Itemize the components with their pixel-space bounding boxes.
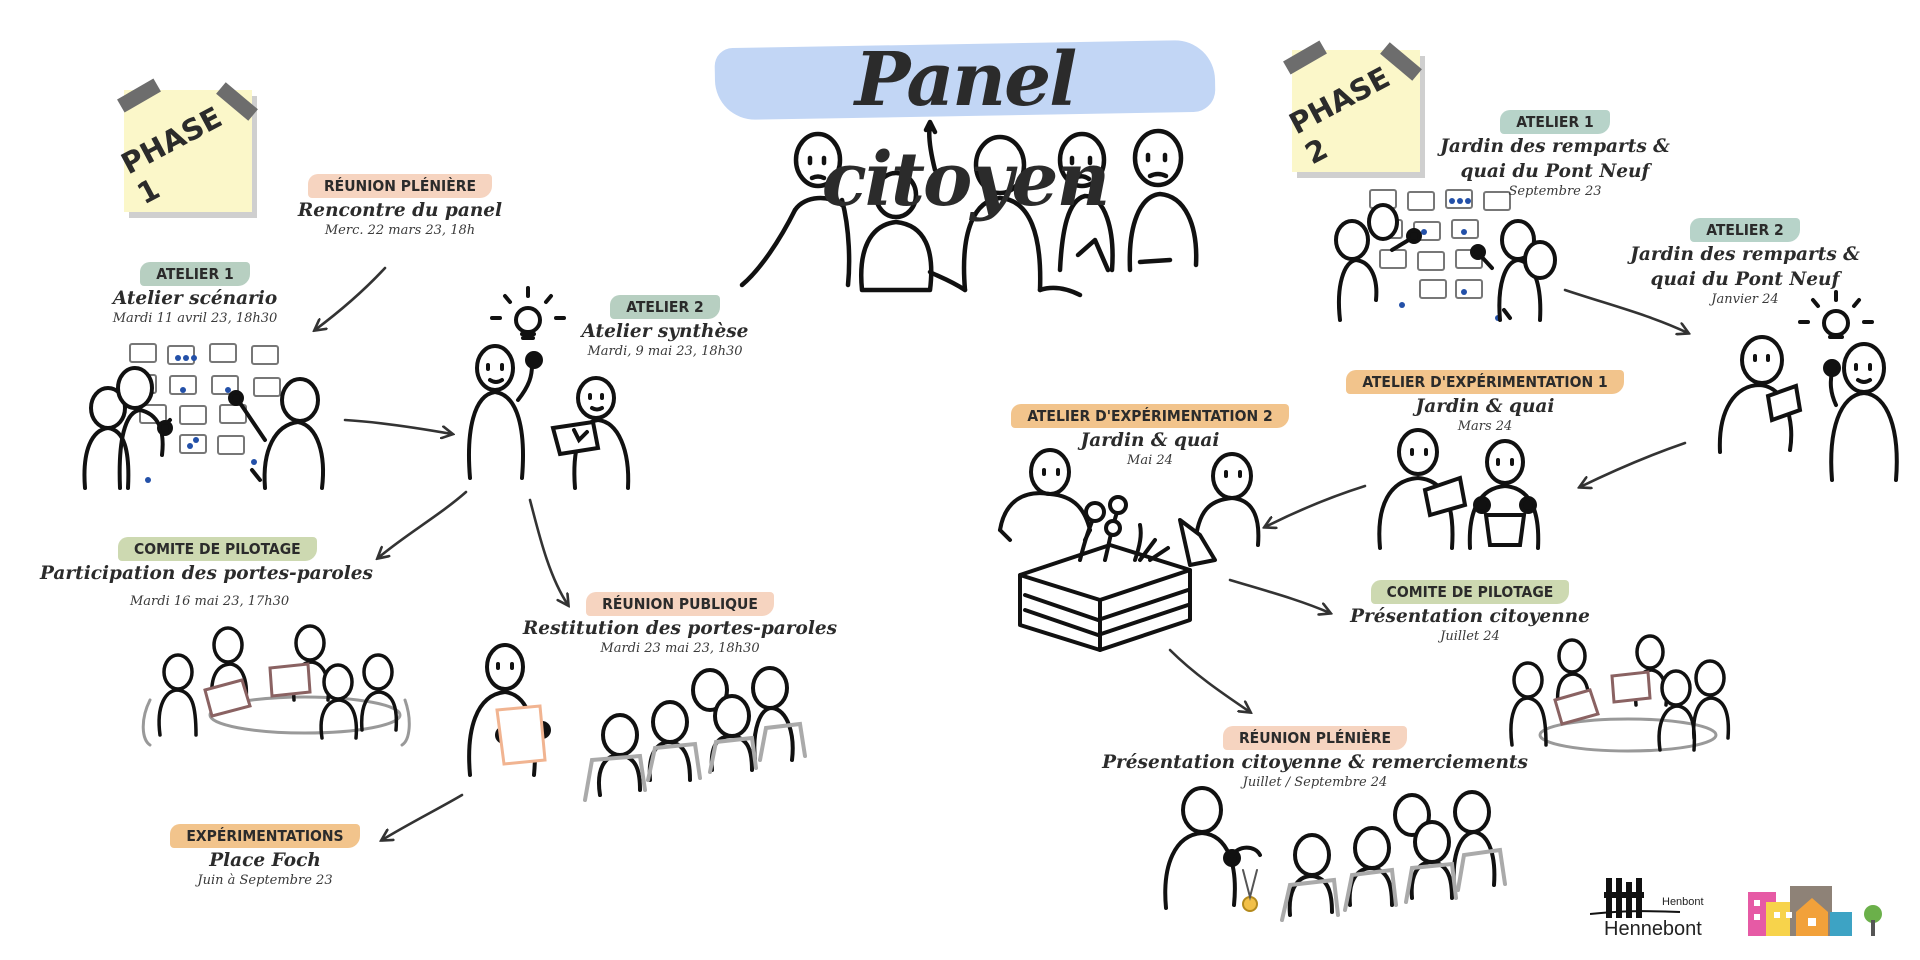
phase2-pleniere-drawing [1163,786,1507,922]
central-group-drawing [739,119,1199,298]
p2-pleniere-badge: RÉUNION PLÉNIÈRE [1222,726,1408,750]
p1-experimentations-title: Place Foch [209,850,321,871]
comite-table-drawing [141,624,411,747]
p1-comite-title: Participation des portes-paroles [40,563,373,584]
p2-exp2-title: Jardin & quai [1080,430,1220,451]
p2-pleniere: RÉUNION PLÉNIÈRE Présentation citoyenne … [1080,726,1550,790]
phase2-atelier1-board-drawing [1334,189,1557,322]
p1-comite-date: Mardi 16 mai 23, 17h30 [130,594,290,609]
p1-reunion-pleniere-date: Merc. 22 mars 23, 18h [324,223,476,238]
p1-atelier1: ATELIER 1 Atelier scénario Mardi 11 avri… [80,262,310,326]
p2-atelier2-badge: ATELIER 2 [1690,218,1800,242]
page-title: Panel citoyen [821,37,1111,223]
p2-atelier2-title-line2: quai du Pont Neuf [1650,269,1840,290]
p2-atelier1: ATELIER 1 Jardin des remparts & quai du … [1420,110,1690,199]
p2-exp1-badge: ATELIER D'EXPÉRIMENTATION 1 [1346,370,1624,394]
p1-reunion-pleniere-title: Rencontre du panel [297,200,503,221]
p2-atelier1-title-line2: quai du Pont Neuf [1460,161,1650,182]
title-block: Panel citoyen [714,30,1216,223]
atelier2-drawing [467,286,631,490]
p1-atelier1-date: Mardi 11 avril 23, 18h30 [112,311,278,326]
p1-atelier2-date: Mardi, 9 mai 23, 18h30 [587,344,743,359]
flow-arrows [315,266,1688,840]
p2-exp2-badge: ATELIER D'EXPÉRIMENTATION 2 [1011,404,1289,428]
p2-comite-title: Présentation citoyenne [1350,606,1590,627]
reunion-publique-drawing [467,643,807,802]
p1-experimentations-badge: EXPÉRIMENTATIONS [170,824,360,848]
phase2-exp2-planter-drawing [998,448,1261,652]
p1-reunion-publique-title: Restitution des portes-paroles [522,618,838,639]
p1-reunion-publique: RÉUNION PUBLIQUE Restitution des portes-… [500,592,860,656]
phase2-comite-table-drawing [1509,634,1731,753]
p2-atelier1-date: Septembre 23 [1508,184,1602,199]
logo-small-text: Henbont [1662,896,1704,908]
p2-pleniere-date: Juillet / Septembre 24 [1242,775,1388,790]
p1-atelier1-title: Atelier scénario [112,288,278,309]
p1-atelier2-title: Atelier synthèse [581,321,749,342]
p2-atelier2-date: Janvier 24 [1711,292,1779,307]
p2-atelier2: ATELIER 2 Jardin des remparts & quai du … [1610,218,1880,307]
p1-experimentations: EXPÉRIMENTATIONS Place Foch Juin à Septe… [160,824,370,888]
p2-comite-badge: COMITE DE PILOTAGE [1370,580,1570,604]
atelier1-board-drawing [82,343,325,490]
p2-exp1: ATELIER D'EXPÉRIMENTATION 1 Jardin & qua… [1335,370,1635,434]
phase2-exp1-drawing [1377,428,1541,550]
p2-comite-date: Juillet 24 [1440,629,1500,644]
phase2-postit: PHASE 2 [1284,50,1420,172]
p2-atelier1-badge: ATELIER 1 [1500,110,1610,134]
p2-comite: COMITE DE PILOTAGE Présentation citoyenn… [1325,580,1615,644]
p1-experimentations-date: Juin à Septembre 23 [197,873,333,888]
p1-atelier2-badge: ATELIER 2 [610,295,720,319]
logo-name-text: Hennebont [1604,918,1702,940]
p2-exp1-title: Jardin & quai [1415,396,1555,417]
hennebont-logo: Henbont Hennebont [1590,872,1890,944]
phase2-atelier2-drawing [1717,290,1899,482]
p2-atelier1-title-line1: Jardin des remparts & [1440,136,1670,157]
p2-atelier2-title-line1: Jardin des remparts & [1630,244,1860,265]
p2-exp2-date: Mai 24 [1127,453,1173,468]
p2-exp2: ATELIER D'EXPÉRIMENTATION 2 Jardin & qua… [1000,404,1300,468]
p1-reunion-pleniere-badge: RÉUNION PLÉNIÈRE [307,174,493,198]
p1-atelier1-badge: ATELIER 1 [140,262,250,286]
p2-exp1-date: Mars 24 [1457,419,1513,434]
p1-reunion-publique-badge: RÉUNION PUBLIQUE [586,592,774,616]
phase1-postit: PHASE 1 [116,90,252,212]
p1-reunion-publique-date: Mardi 23 mai 23, 18h30 [600,641,760,656]
p1-atelier2: ATELIER 2 Atelier synthèse Mardi, 9 mai … [540,295,790,359]
p1-reunion-pleniere: RÉUNION PLÉNIÈRE Rencontre du panel Merc… [250,174,550,238]
p2-pleniere-title: Présentation citoyenne & remerciements [1102,752,1528,773]
p1-comite-badge: COMITE DE PILOTAGE [118,537,317,561]
p1-comite: COMITE DE PILOTAGE Participation des por… [40,537,440,609]
hennebont-logo-art [1590,878,1882,936]
